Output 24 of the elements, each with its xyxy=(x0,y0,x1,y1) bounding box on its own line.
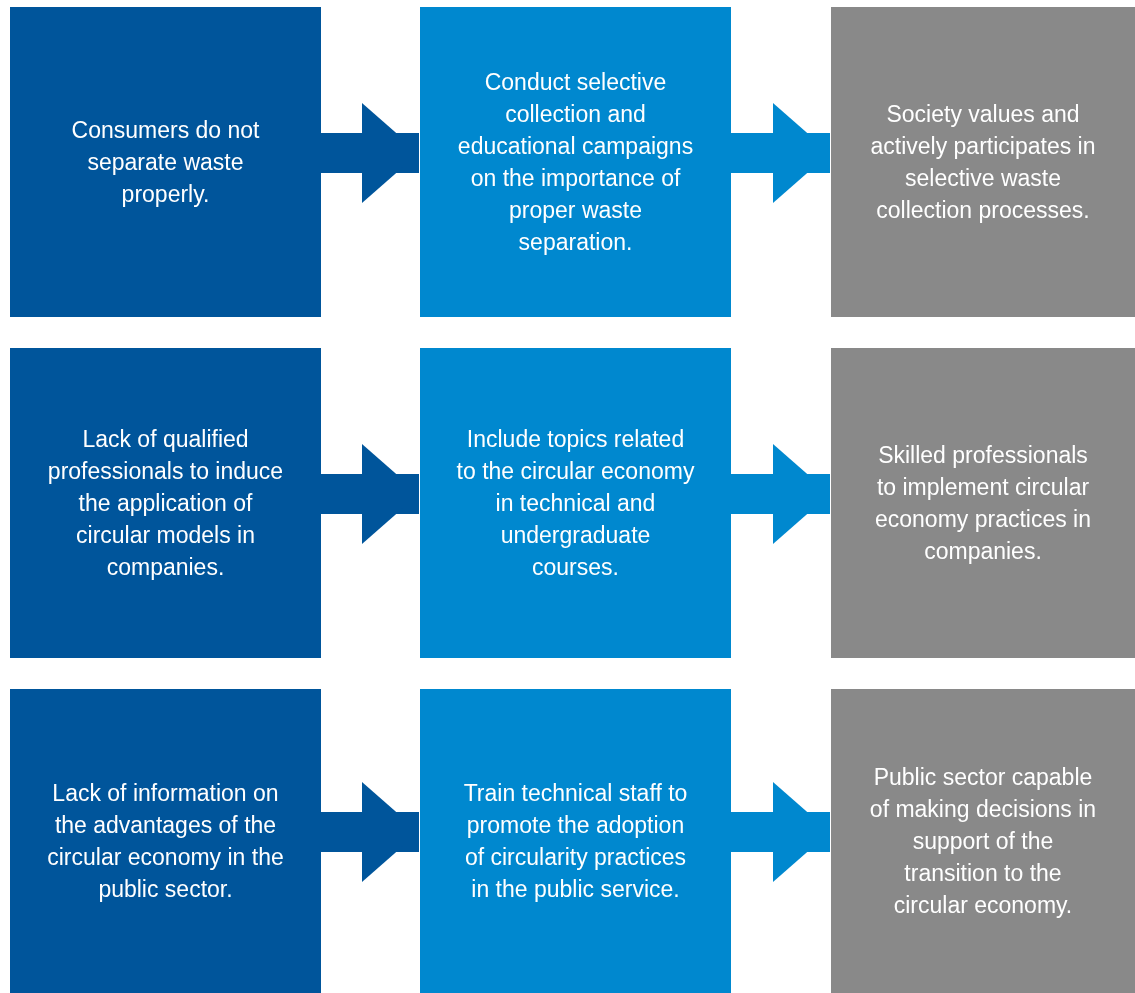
box-text: Include topics related to the circular economy in technical and undergraduate courses. xyxy=(456,425,695,582)
block-arrow xyxy=(731,782,830,882)
box-text: Public sector capable of making decisions in support of the transition to the circular economy. xyxy=(868,763,1098,920)
box-text: Conduct selective collection and educational campaigns on the importance of proper waste separation. xyxy=(456,68,695,257)
box-text: Skilled professionals to implement circular economy practices in companies. xyxy=(873,441,1092,566)
block-arrow xyxy=(731,103,830,203)
box-text: Consumers do not separate waste properly. xyxy=(70,116,261,209)
process-box xyxy=(420,348,731,658)
box-text: Train technical staff to promote the adoption of circularity practices in the public service. xyxy=(462,779,689,904)
process-box xyxy=(10,689,321,993)
process-box xyxy=(831,7,1135,317)
block-arrow xyxy=(321,782,419,882)
process-box xyxy=(420,689,731,993)
process-box xyxy=(420,7,731,317)
block-arrow xyxy=(321,103,419,203)
process-box xyxy=(10,348,321,658)
block-arrow xyxy=(321,444,419,544)
box-text: Lack of information on the advantages of the circular economy in the public sector. xyxy=(46,779,285,904)
block-arrow xyxy=(731,444,830,544)
process-box xyxy=(831,689,1135,993)
box-text: Society values and actively participates in selective waste collection processes. xyxy=(869,100,1097,225)
process-box xyxy=(10,7,321,317)
process-box xyxy=(831,348,1135,658)
box-text: Lack of qualified professionals to induce the application of circular models in companies. xyxy=(46,425,285,582)
